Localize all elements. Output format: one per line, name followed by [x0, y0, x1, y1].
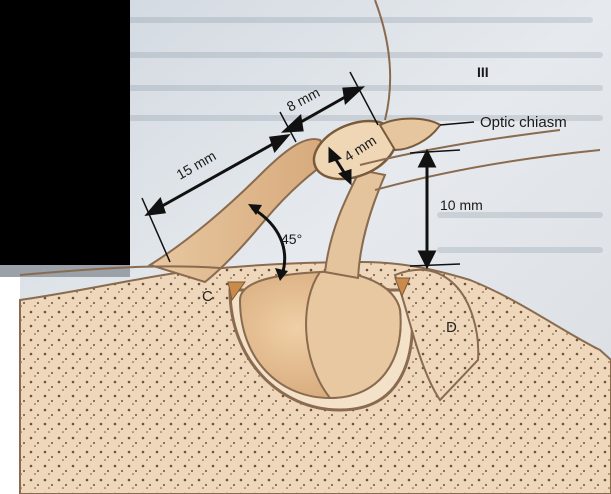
label-roman-iii: III [477, 64, 489, 80]
label-angle: 45° [281, 231, 302, 247]
left-border [0, 277, 20, 494]
label-region-c: C [202, 288, 213, 305]
label-10mm: 10 mm [440, 197, 483, 213]
label-region-d: D [446, 319, 457, 336]
label-optic-chiasm: Optic chiasm [480, 114, 567, 131]
dark-panel [0, 0, 130, 265]
